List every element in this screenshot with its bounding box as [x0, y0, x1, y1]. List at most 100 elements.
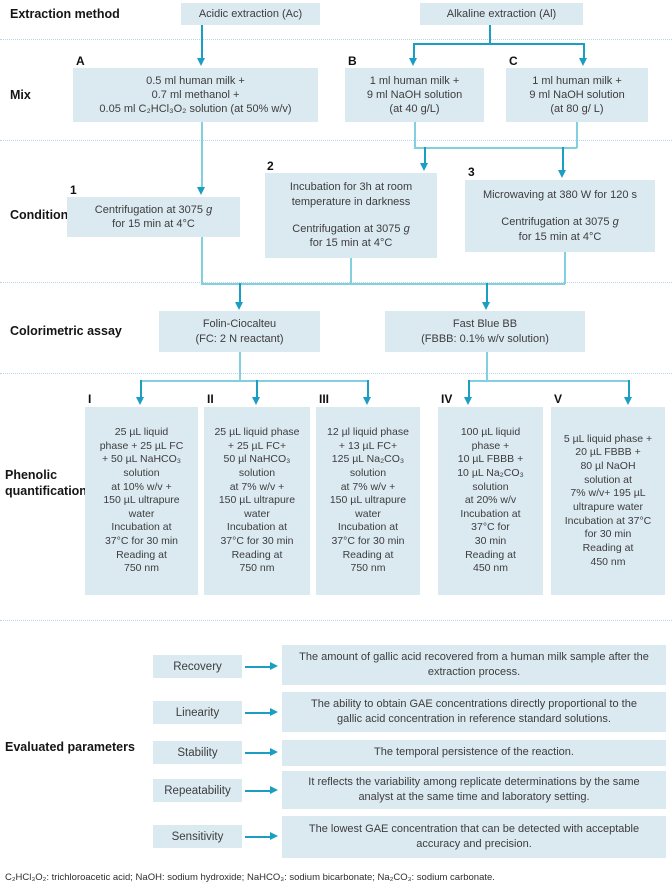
parameter-box-repeatability: Repeatability: [153, 779, 242, 802]
down-arrowhead: [409, 58, 417, 66]
conditions-box-1-tag: 1: [70, 183, 77, 197]
connector-line: [367, 380, 369, 398]
box-text-line: Fast Blue BB: [452, 318, 518, 331]
conditions-box-1: Centrifugation at 3075 g for 15 min at 4…: [67, 197, 240, 237]
right-arrowhead: [270, 832, 278, 840]
acidic-extraction-box: Acidic extraction (Ac): [181, 3, 320, 25]
box-text-line: (at 40 g/L): [389, 103, 440, 116]
connector-line: [245, 836, 271, 838]
box-text-line: at 7% w/v +: [229, 480, 285, 493]
conditions-box-3-tag: 3: [468, 165, 475, 179]
down-arrowhead: [420, 163, 428, 171]
centrifugation-line: Centrifugation at 3075 g: [501, 216, 619, 229]
box-text-line: + 25 µL FC+: [227, 439, 287, 452]
box-text-line: 125 µL Na₂CO₃: [331, 453, 405, 466]
alkaline-extraction-box: Alkaline extraction (Al): [420, 3, 583, 25]
microwaving-line: Microwaving at 380 W for 120 s: [482, 189, 638, 202]
mix-box-a-tag: A: [76, 54, 85, 68]
box-text-line: 1 ml human milk +: [369, 74, 460, 87]
connector-line: [424, 147, 426, 164]
down-arrowhead: [197, 58, 205, 66]
connector-line: [413, 43, 584, 45]
right-arrowhead: [270, 748, 278, 756]
phenolic-label-line1: Phenolic: [5, 468, 58, 482]
box-text-line: 450 nm: [590, 555, 626, 568]
centrifugation-line: Centrifugation at 3075 g: [94, 203, 213, 216]
box-text-line: 9 ml NaOH solution: [366, 88, 463, 101]
phenolic-box-iii: 12 µl liquid phase+ 13 µL FC+125 µL Na₂C…: [316, 407, 420, 595]
connector-line: [414, 147, 577, 149]
phenolic-box-iii-tag: III: [319, 392, 330, 406]
box-text-line: Incubation at: [460, 507, 521, 520]
down-arrowhead: [252, 397, 260, 405]
box-text-line: 20 µL FBBB +: [575, 446, 641, 459]
row-label-evaluated-parameters: Evaluated parameters: [5, 740, 135, 754]
connector-line: [140, 380, 368, 382]
box-text-line: Reading at: [342, 548, 394, 561]
box-text-line: 0.7 ml methanol +: [151, 88, 240, 101]
row-label-conditions: Conditions: [10, 208, 76, 222]
phenolic-box-ii-tag: II: [207, 392, 214, 406]
mix-box-c-tag: C: [509, 54, 518, 68]
conditions-box-3: Microwaving at 380 W for 120 s Centrifug…: [465, 180, 655, 252]
connector-line: [486, 352, 488, 381]
parameter-box-stability: Stability: [153, 741, 242, 764]
connector-line: [201, 25, 203, 58]
box-text-line: (FC: 2 N reactant): [195, 332, 284, 345]
description-repeatability: It reflects the variability among replic…: [282, 771, 666, 809]
connector-line: [245, 752, 271, 754]
conditions-box-2-tag: 2: [267, 159, 274, 173]
box-text-line: + 13 µL FC+: [338, 439, 398, 452]
phenolic-box-i-tag: I: [88, 392, 92, 406]
connector-line: [583, 43, 585, 59]
box-text-line: solution: [472, 480, 509, 493]
row-label-colorimetric-assay: Colorimetric assay: [10, 324, 122, 338]
parameter-box-recovery: Recovery: [153, 655, 242, 678]
phenolic-label-line2: quantification: [5, 483, 87, 498]
box-text-line: Incubation at: [111, 521, 172, 534]
box-text-line: 450 nm: [472, 562, 509, 575]
box-text-line: 100 µL liquid: [460, 425, 521, 438]
connector-line: [201, 283, 565, 285]
connector-line: [468, 380, 470, 398]
parameter-box-sensitivity: Sensitivity: [153, 825, 242, 848]
box-text-line: 150 µL ultrapure: [103, 494, 180, 507]
right-arrowhead: [270, 786, 278, 794]
description-linearity: The ability to obtain GAE concentrations…: [282, 692, 666, 732]
centrifugation-line: Centrifugation at 3075 g: [292, 223, 410, 235]
box-text-line: at 10% w/v +: [111, 480, 172, 493]
box-text-line: 37°C for 30 min: [220, 535, 294, 548]
connector-line: [245, 712, 271, 714]
connector-line: [564, 252, 566, 284]
row-separator: [0, 282, 672, 283]
down-arrowhead: [197, 187, 205, 195]
phenolic-box-iv-tag: IV: [441, 392, 453, 406]
incubation-line-2: temperature in darkness: [291, 195, 411, 208]
down-arrowhead: [482, 302, 490, 310]
box-text-line: 1 ml human milk +: [532, 74, 622, 87]
box-text-line: water: [355, 507, 381, 520]
connector-line: [414, 122, 416, 148]
connector-line: [245, 666, 271, 668]
connector-line: [256, 380, 258, 398]
box-text-line: Incubation at: [337, 521, 399, 534]
connector-line: [628, 380, 630, 398]
folin-ciocalteu-box: Folin-Ciocalteu(FC: 2 N reactant): [159, 311, 320, 352]
connector-line: [140, 380, 142, 398]
box-text-line: 750 nm: [350, 562, 386, 575]
box-text-line: water: [128, 507, 155, 520]
mix-box-c: 1 ml human milk +9 ml NaOH solution(at 8…: [506, 68, 648, 122]
phenolic-box-v-tag: V: [554, 392, 563, 406]
fast-blue-bb-box: Fast Blue BB(FBBB: 0.1% w/v solution): [385, 311, 585, 352]
description-stability: The temporal persistence of the reaction…: [282, 740, 666, 766]
box-text-line: Folin-Ciocalteu: [202, 318, 277, 331]
connector-line: [486, 283, 488, 303]
connector-line: [350, 258, 352, 284]
phenolic-box-v: 5 µL liquid phase +20 µL FBBB +80 µl NaO…: [551, 407, 665, 595]
box-text-line: 10 µL FBBB +: [457, 453, 524, 466]
mix-box-b-tag: B: [348, 54, 357, 68]
description-recovery: The amount of gallic acid recovered from…: [282, 645, 666, 685]
down-arrowhead: [624, 397, 632, 405]
